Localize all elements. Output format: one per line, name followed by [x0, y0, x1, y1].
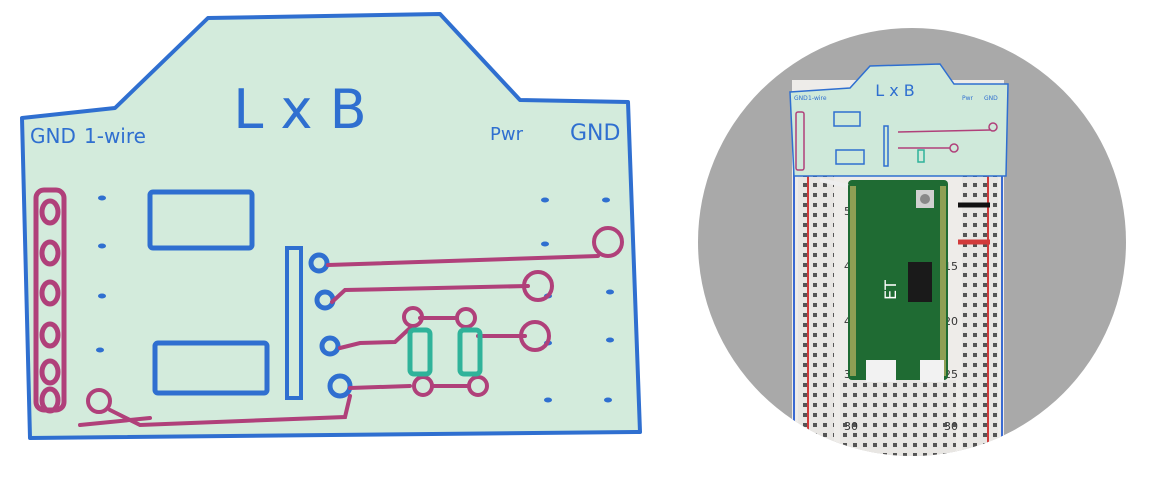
teal-components — [407, 327, 483, 377]
label-gnd-left: GND — [30, 124, 76, 148]
photo-card-title: L x B — [875, 81, 915, 100]
photo-card-power: Pwr — [962, 95, 974, 102]
photo-card-one-wire: 1-wire — [808, 95, 827, 102]
bb-num-30-right: 30 — [944, 420, 958, 433]
pcb-label: ET — [881, 280, 900, 300]
magenta-traces — [78, 226, 624, 428]
photo-card-gnd-right: GND — [984, 95, 998, 102]
sketch-title: L x B — [233, 78, 366, 141]
photo-card — [789, 63, 1009, 177]
breadboard-photo: 50 45 40 35 30 15 20 25 30 ET L x B GND — [698, 28, 1126, 456]
label-one-wire: 1-wire — [84, 124, 146, 148]
component-rect-bottom — [152, 340, 270, 396]
label-power: Pwr — [490, 124, 524, 145]
pcb-board — [848, 180, 948, 380]
photo-card-gnd-left: GND — [794, 95, 808, 102]
whiteboard-sketch: L x B GND 1-wire Pwr GND — [20, 12, 642, 440]
header-strip — [33, 187, 67, 414]
bb-num-30-left: 30 — [844, 420, 858, 433]
connector-bar — [285, 246, 303, 400]
label-gnd-right: GND — [570, 121, 620, 146]
component-rect-top — [147, 189, 255, 251]
sketch-sheet — [20, 12, 642, 440]
